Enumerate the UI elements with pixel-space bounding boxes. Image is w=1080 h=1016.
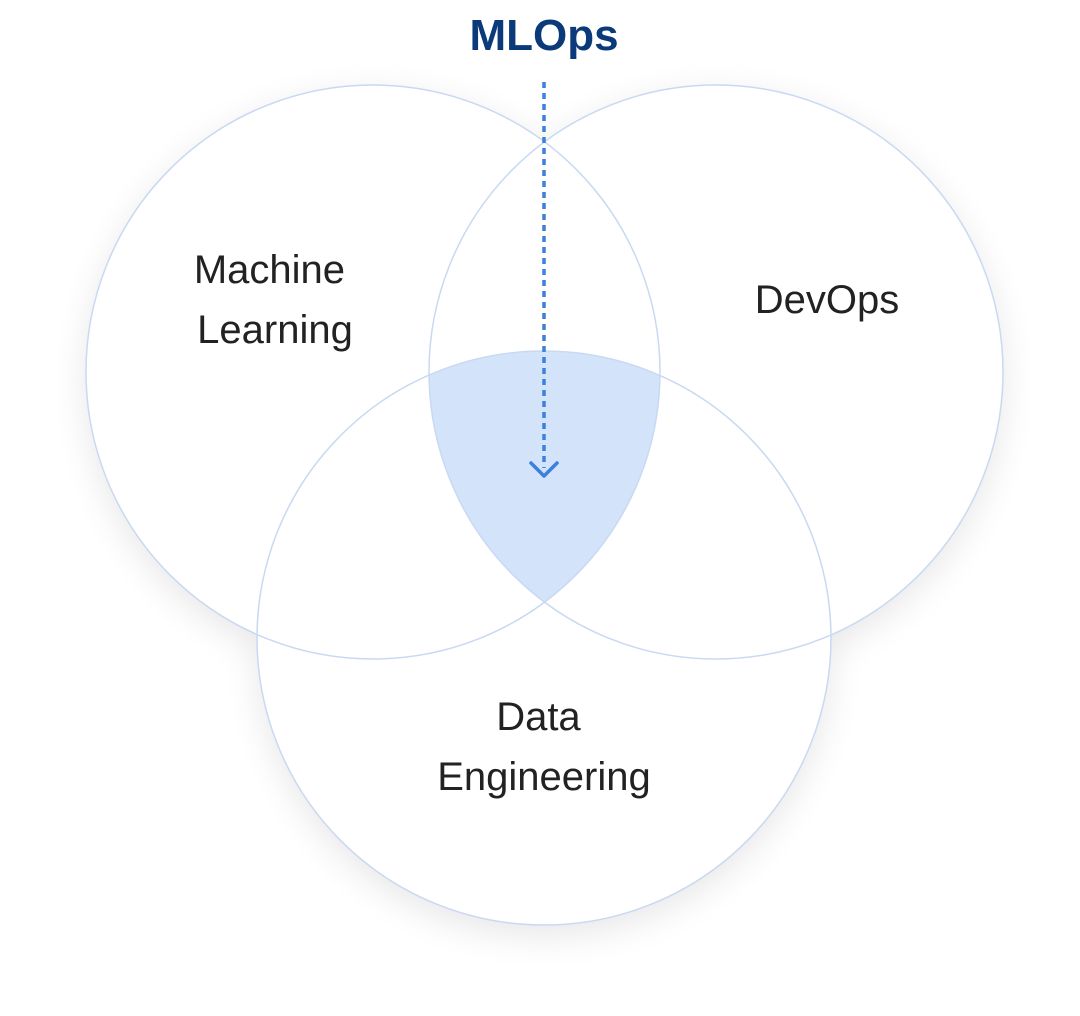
- label-machine-learning: Machine Learning: [194, 248, 356, 352]
- circle-data-engineering: [257, 351, 831, 925]
- diagram-title: MLOps: [469, 11, 618, 60]
- label-data-engineering-line-1: Data: [496, 695, 581, 739]
- label-devops: DevOps: [755, 278, 900, 322]
- circle-machine-learning-outline: [85, 84, 661, 660]
- label-machine-learning-line-1: Machine: [194, 248, 345, 292]
- label-machine-learning-line-2: Learning: [197, 308, 353, 352]
- label-devops-line-1: DevOps: [755, 278, 900, 322]
- circle-devops-outline: [428, 84, 1004, 660]
- chevron-down-icon: [529, 461, 559, 478]
- label-data-engineering-line-2: Engineering: [437, 755, 651, 799]
- label-data-engineering: Data Engineering: [437, 695, 651, 799]
